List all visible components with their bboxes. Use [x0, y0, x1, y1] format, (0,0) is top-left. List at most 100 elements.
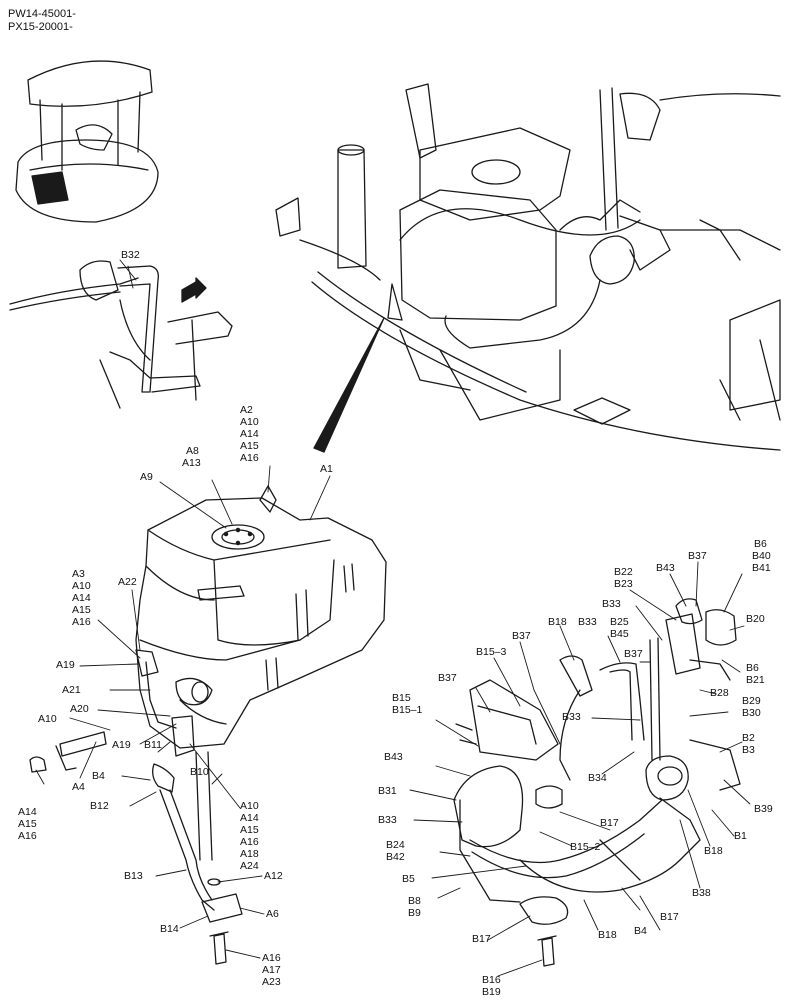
callout-a2: A2: [240, 404, 253, 416]
callout-b38: B38: [692, 887, 711, 899]
callout-b17: B17: [600, 817, 619, 829]
callout-b32: B32: [121, 249, 140, 261]
callout-a4: A4: [72, 781, 85, 793]
callout-b39: B39: [754, 803, 773, 815]
callout-a21: A21: [62, 684, 81, 696]
callout-b4-2: B4: [634, 925, 647, 937]
callout-b17-3: B17: [472, 933, 491, 945]
callout-a10-4: A10: [240, 800, 259, 812]
callout-b6: B6: [754, 538, 767, 550]
serial-range-line-2: PX15-20001-: [8, 21, 73, 33]
callout-a10: A10: [240, 416, 259, 428]
callout-b28: B28: [710, 687, 729, 699]
callout-b9: B9: [408, 907, 421, 919]
callout-b33-3: B33: [562, 711, 581, 723]
callout-b6-2: B6: [746, 662, 759, 674]
callout-b5: B5: [402, 873, 415, 885]
callout-b37-3: B37: [624, 648, 643, 660]
callout-b37-4: B37: [438, 672, 457, 684]
callout-b21: B21: [746, 674, 765, 686]
callout-b15: B15: [392, 692, 411, 704]
callout-a16: A16: [240, 452, 259, 464]
callout-b15-2: B15–2: [570, 841, 601, 853]
callout-b15-1: B15–1: [392, 704, 423, 716]
callout-a14-4: A14: [240, 812, 259, 824]
callout-b12: B12: [90, 800, 109, 812]
callout-b8: B8: [408, 895, 421, 907]
callout-a15-3: A15: [18, 818, 37, 830]
callout-a15: A15: [240, 440, 259, 452]
callout-a9: A9: [140, 471, 153, 483]
callout-a18: A18: [240, 848, 259, 860]
callout-a1: A1: [320, 463, 333, 475]
callout-b37-2: B37: [512, 630, 531, 642]
callout-a14-3: A14: [18, 806, 37, 818]
callout-b4: B4: [92, 770, 105, 782]
callout-b25: B25: [610, 616, 629, 628]
callout-b34: B34: [588, 772, 607, 784]
callout-b43-2: B43: [384, 751, 403, 763]
fuel-tank-assembly: [29, 485, 387, 965]
callout-b17-2: B17: [660, 911, 679, 923]
callout-b18: B18: [548, 616, 567, 628]
callout-b45: B45: [610, 628, 629, 640]
callout-b19: B19: [482, 986, 501, 998]
callout-a15-4: A15: [240, 824, 259, 836]
callout-a19: A19: [56, 659, 75, 671]
callout-b1: B1: [734, 830, 747, 842]
callout-b24: B24: [386, 839, 405, 851]
callout-a22: A22: [118, 576, 137, 588]
callout-b14: B14: [160, 923, 179, 935]
callout-a24: A24: [240, 860, 259, 872]
callout-a3: A3: [72, 568, 85, 580]
callout-b18-2: B18: [704, 845, 723, 857]
callout-b22: B22: [614, 566, 633, 578]
callout-b30: B30: [742, 707, 761, 719]
callout-b33-4: B33: [378, 814, 397, 826]
callout-b23: B23: [614, 578, 633, 590]
callout-b43: B43: [656, 562, 675, 574]
callout-b33-2: B33: [578, 616, 597, 628]
callout-b10: B10: [190, 766, 209, 778]
callout-a10-3: A10: [38, 713, 57, 725]
callout-a20: A20: [70, 703, 89, 715]
callout-b16: B16: [482, 974, 501, 986]
callout-a13: A13: [182, 457, 201, 469]
callout-b11: B11: [144, 739, 162, 751]
view-pointer-arrow: [313, 317, 385, 453]
callout-b31: B31: [378, 785, 397, 797]
callout-a12: A12: [264, 870, 283, 882]
callout-b41: B41: [752, 562, 771, 574]
machine-overview-thumbnail: [15, 60, 159, 223]
callout-b18-3: B18: [598, 929, 617, 941]
serial-range-line-1: PW14-45001-: [8, 8, 76, 20]
callout-a16-5: A16: [262, 952, 281, 964]
callout-b15-3: B15–3: [476, 646, 507, 658]
callout-leaders: [35, 259, 751, 977]
hose-and-filler-assembly: [453, 598, 741, 967]
callout-a16-4: A16: [240, 836, 259, 848]
callout-a16-3: A16: [18, 830, 37, 842]
b32-detail-view: [9, 260, 233, 409]
callout-a23: A23: [262, 976, 281, 988]
callout-a17: A17: [262, 964, 281, 976]
callout-b33: B33: [602, 598, 621, 610]
callout-b42: B42: [386, 851, 405, 863]
callout-b40: B40: [752, 550, 771, 562]
callout-a15-2: A15: [72, 604, 91, 616]
callout-b3: B3: [742, 744, 755, 756]
callout-a8: A8: [186, 445, 199, 457]
callout-a10-2: A10: [72, 580, 91, 592]
callout-a16-2: A16: [72, 616, 91, 628]
callout-b20: B20: [746, 613, 765, 625]
callout-a14: A14: [240, 428, 259, 440]
callout-b13: B13: [124, 870, 143, 882]
callout-a6: A6: [266, 908, 279, 920]
callout-b37: B37: [688, 550, 707, 562]
callout-b29: B29: [742, 695, 761, 707]
machine-perspective-view: [275, 83, 781, 451]
callout-a14-2: A14: [72, 592, 91, 604]
callout-a19-2: A19: [112, 739, 131, 751]
